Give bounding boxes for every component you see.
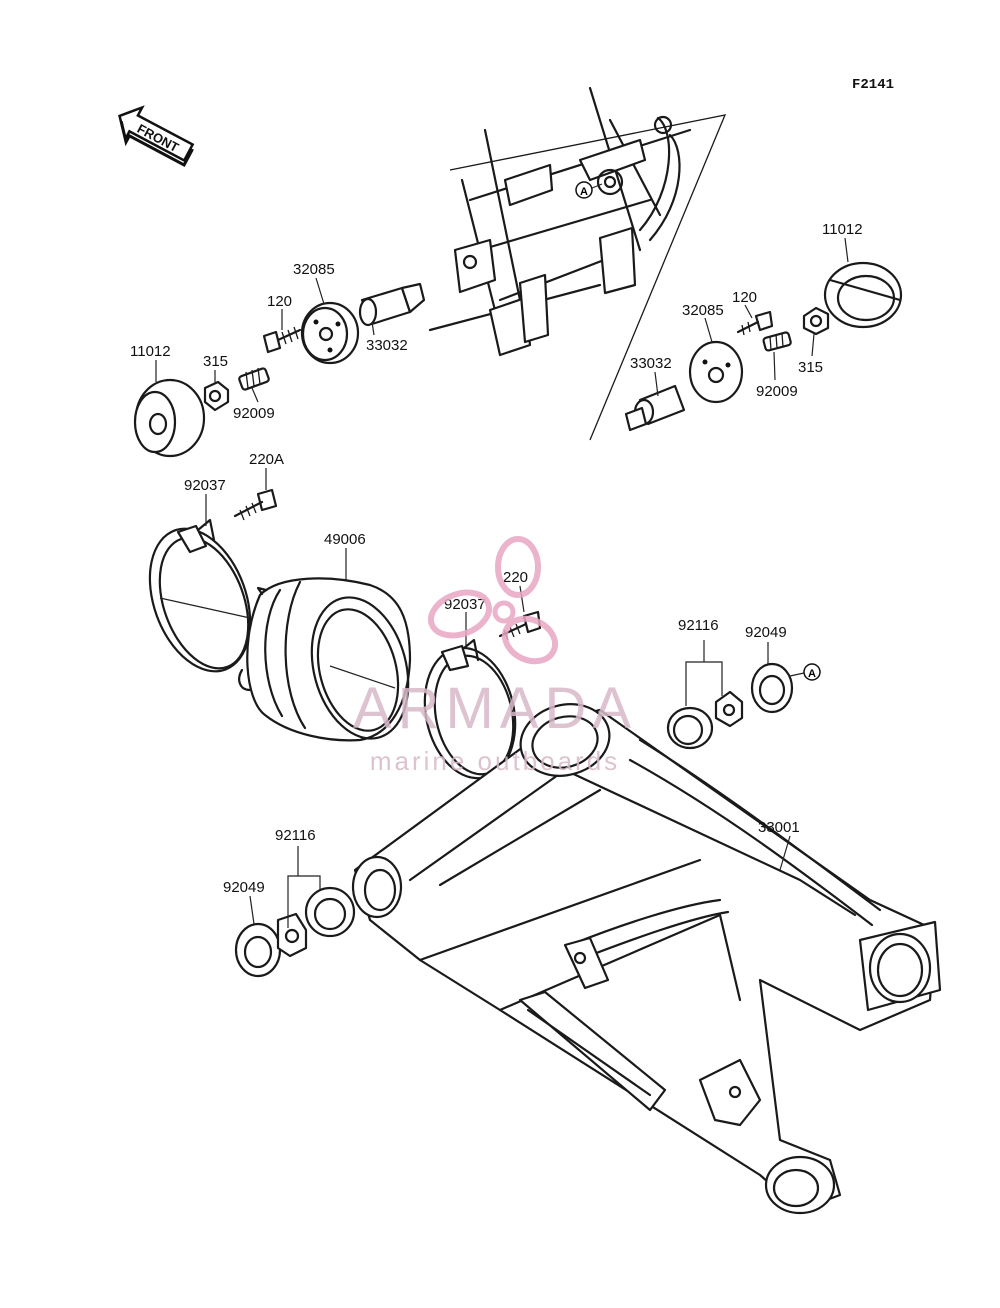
bolt-120-left [262, 326, 302, 354]
shaft-33032-right [624, 384, 686, 432]
cap-11012-left [133, 378, 206, 458]
part-label-220: 220 [503, 569, 528, 586]
part-label-33032-right: 33032 [630, 355, 672, 372]
frame-section [428, 86, 727, 441]
watermark-tagline: marine outboards [370, 746, 620, 776]
clamp-92037-left [148, 518, 252, 673]
boot-49006 [238, 577, 412, 742]
part-label-92009-left: 92009 [233, 405, 275, 422]
front-arrow-icon: FRONT [118, 105, 195, 167]
seal-92049-right [750, 662, 794, 714]
bolt-120-right [736, 310, 774, 336]
screw-92009-left [238, 367, 270, 391]
part-label-32085-right: 32085 [682, 302, 724, 319]
part-label-92037-left: 92037 [184, 477, 226, 494]
part-label-33032-left: 33032 [366, 337, 408, 354]
part-label-49006: 49006 [324, 531, 366, 548]
part-label-120-right: 120 [732, 289, 757, 306]
part-label-92037-right: 92037 [444, 596, 486, 613]
plate-32085-left [300, 301, 360, 365]
bearing-92116-left [276, 886, 356, 958]
leader-lines [155, 237, 849, 928]
figure-number: F2141 [852, 77, 894, 93]
part-label-92049-right: 92049 [745, 624, 787, 641]
svg-text:A: A [580, 186, 588, 198]
watermark: ARMADA marine outboards [353, 536, 637, 776]
nut-315-left [203, 380, 230, 412]
part-labels: 11012 315 92009 120 32085 33032 11012 12… [130, 221, 863, 896]
part-label-11012-left: 11012 [130, 343, 171, 360]
part-label-32085-left: 32085 [293, 261, 335, 278]
part-label-33001: 33001 [758, 819, 800, 836]
reference-mark-a-bearing: A [789, 663, 821, 681]
bearing-92116-right [666, 690, 744, 750]
part-label-92049-left: 92049 [223, 879, 265, 896]
watermark-brand: ARMADA [353, 676, 637, 741]
nut-315-right [802, 306, 830, 336]
part-label-92116-right: 92116 [678, 617, 719, 634]
part-label-220a: 220A [249, 451, 284, 468]
bolt-220a [233, 488, 278, 521]
screw-92009-right [762, 331, 792, 352]
plate-32085-right [688, 340, 744, 404]
cap-11012-right [823, 261, 903, 329]
part-label-92116-left: 92116 [275, 827, 316, 844]
shaft-33032-left [358, 282, 426, 327]
seal-92049-left [234, 922, 282, 978]
part-label-92009-right: 92009 [756, 383, 798, 400]
propeller-logo-icon [427, 536, 559, 665]
part-label-315-right: 315 [798, 359, 823, 376]
part-label-315-left: 315 [203, 353, 228, 370]
reference-mark-a-frame: A [575, 181, 603, 199]
part-label-120-left: 120 [267, 293, 292, 310]
part-label-11012-right: 11012 [822, 221, 863, 238]
svg-text:A: A [808, 668, 816, 680]
swing-arm-33001 [351, 703, 942, 1215]
